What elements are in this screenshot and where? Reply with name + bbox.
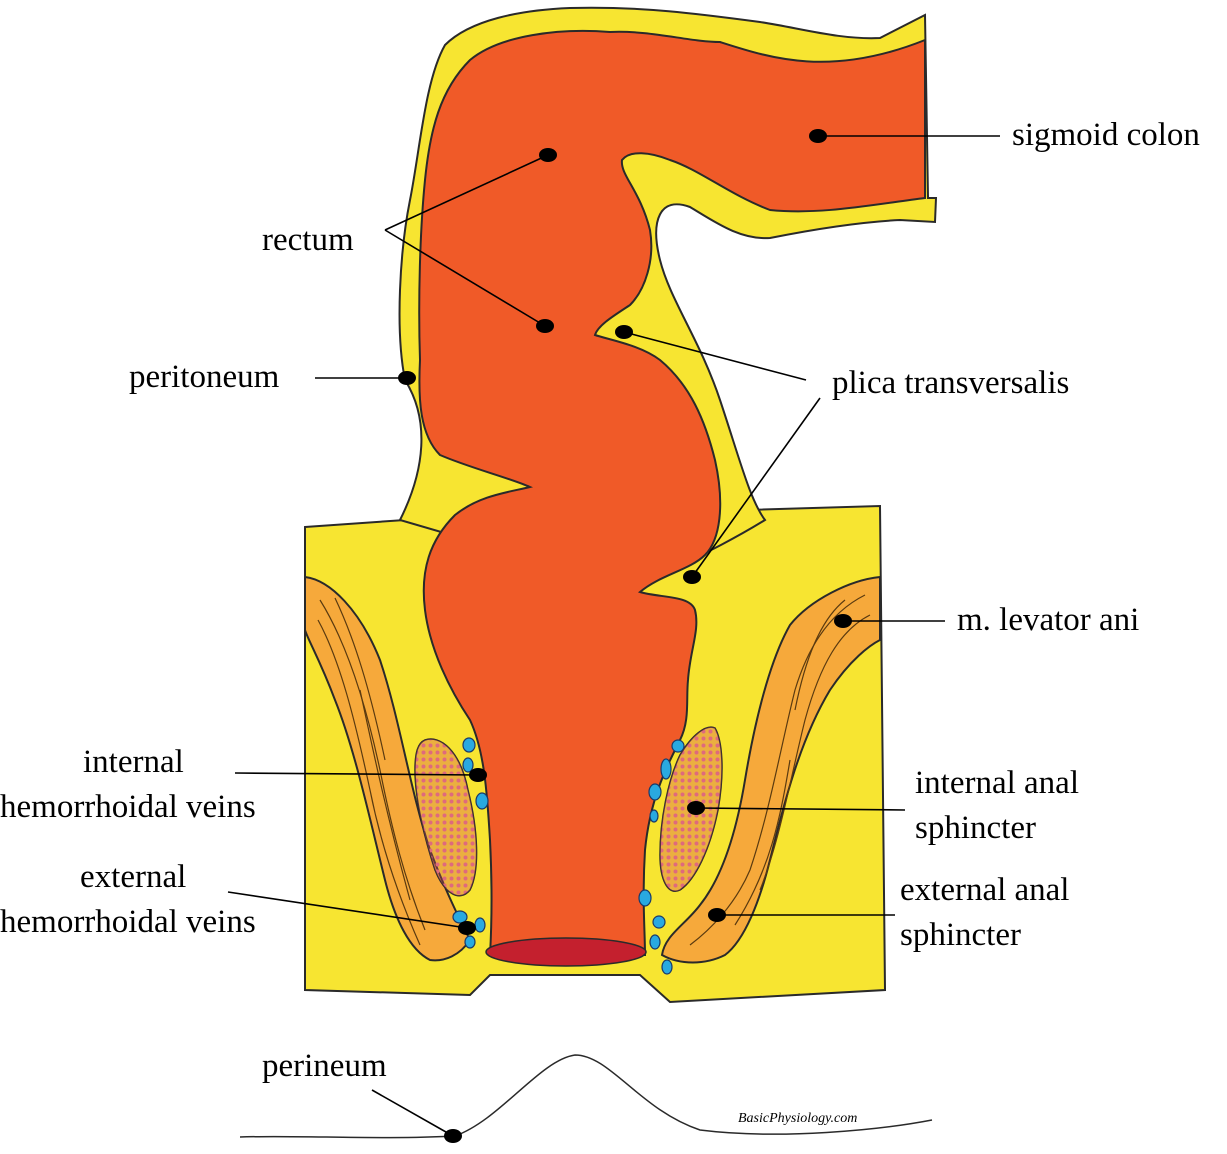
label-plica-transversalis: plica transversalis [832,365,1070,401]
label-internal-anal-1: internal anal [915,765,1080,801]
site-credit: BasicPhysiology.com [738,1111,858,1126]
label-levator-ani: m. levator ani [957,602,1140,638]
label-dots [398,129,852,1143]
label-peritoneum: peritoneum [129,359,280,395]
label-external-anal-2: sphincter [900,917,1021,953]
label-internal-hemorrhoidal-1: internal [83,744,184,780]
label-external-anal-1: external anal [900,872,1070,908]
label-sigmoid-colon: sigmoid colon [1012,117,1200,153]
rectum-lumen [418,29,926,956]
right-levator-ani [660,575,881,964]
left-levator-ani [304,575,472,962]
label-external-hemorrhoidal-2: hemorrhoidal veins [0,904,256,940]
label-internal-hemorrhoidal-2: hemorrhoidal veins [0,789,256,825]
label-rectum: rectum [262,222,354,258]
perineum-line [239,1054,933,1139]
label-internal-anal-2: sphincter [915,810,1036,846]
label-external-hemorrhoidal-1: external [80,859,187,895]
muscle-fibres [317,594,871,946]
leader-lines [227,135,1000,1137]
label-perineum: perineum [262,1048,387,1084]
anal-opening [485,937,647,967]
hemorrhoidal-veins [452,737,685,975]
